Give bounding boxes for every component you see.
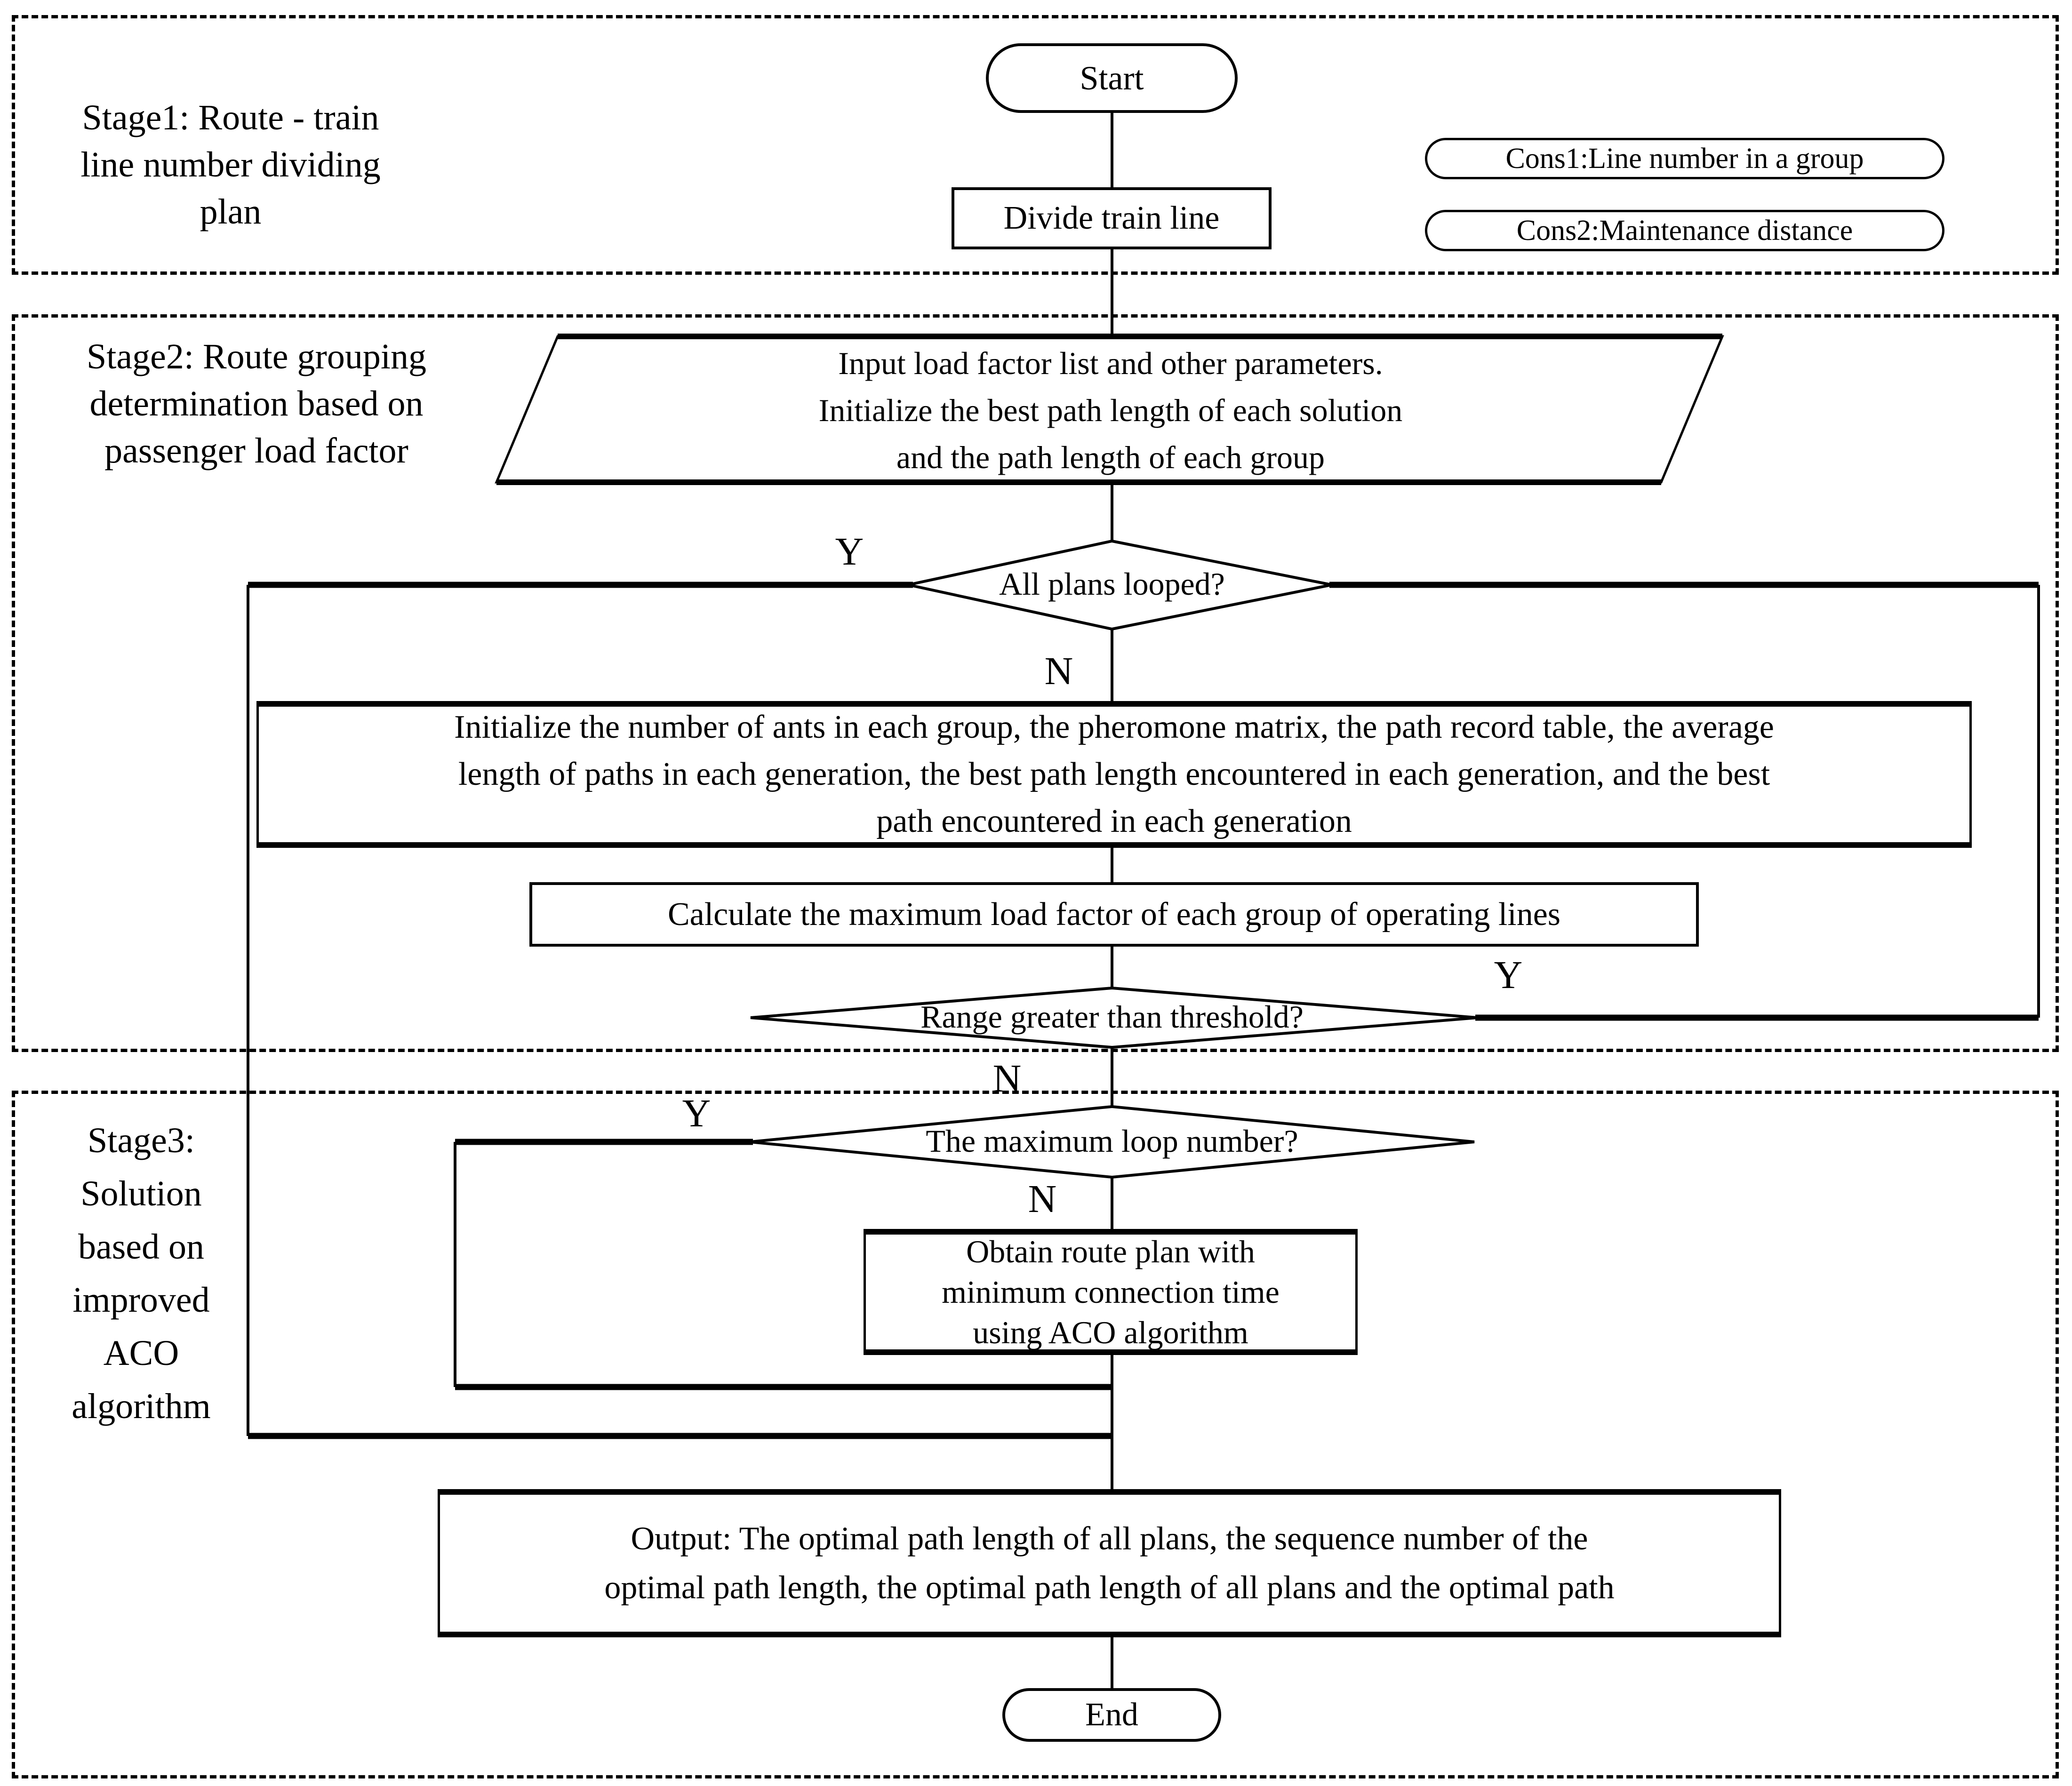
input-line: Input load factor list and other paramet… (838, 345, 1383, 381)
stage3-label-line: based on (78, 1227, 205, 1267)
max-loop-yes-label: Y (675, 1088, 718, 1140)
stage1-label-line: line number dividing (80, 145, 381, 184)
stage1-region (12, 15, 2059, 275)
obtain-line: Obtain route plan with (966, 1234, 1255, 1269)
branch-yes-text: Y (682, 1092, 711, 1135)
stage3-label: Stage3: Solution based on improved ACO a… (28, 1114, 254, 1433)
input-parallelogram-text: Input load factor list and other paramet… (541, 340, 1680, 481)
constraint2-node: Cons2:Maintenance distance (1425, 210, 1944, 251)
stage3-label-line: algorithm (72, 1387, 211, 1426)
all-plans-no-label: N (1038, 646, 1080, 697)
input-line: and the path length of each group (896, 439, 1325, 475)
stage3-label-line: ACO (103, 1333, 179, 1373)
initialize-line: length of paths in each generation, the … (458, 756, 1770, 792)
stage2-region (12, 314, 2059, 1052)
output-line: optimal path length, the optimal path le… (604, 1569, 1615, 1606)
divide-train-line-box: Divide train line (952, 187, 1272, 249)
stage2-label-line: passenger load factor (104, 431, 408, 470)
max-loop-no-label: N (1021, 1173, 1064, 1225)
max-loop-diamond (749, 1105, 1475, 1179)
stage1-label-line: Stage1: Route - train (82, 98, 379, 137)
start-node: Start (986, 43, 1238, 113)
constraint1-node: Cons1:Line number in a group (1425, 138, 1944, 179)
stage3-label-line: improved (72, 1280, 210, 1320)
stage1-label: Stage1: Route - train line number dividi… (42, 94, 419, 235)
start-label: Start (1080, 59, 1144, 97)
branch-no-text: N (992, 1057, 1022, 1100)
end-node: End (1002, 1688, 1221, 1742)
stage2-label-line: determination based on (89, 384, 424, 423)
output-box: Output: The optimal path length of all p… (438, 1489, 1781, 1637)
range-threshold-label: Range greater than threshold? (920, 999, 1304, 1035)
all-plans-looped-label: All plans looped? (999, 566, 1225, 602)
initialize-line: path encountered in each generation (876, 803, 1352, 839)
all-plans-looped-diamond (908, 539, 1332, 631)
stage3-label-line: Solution (80, 1174, 202, 1213)
constraint2-label: Cons2:Maintenance distance (1516, 214, 1853, 247)
calculate-load-factor-label: Calculate the maximum load factor of eac… (667, 896, 1561, 933)
end-label: End (1085, 1697, 1138, 1733)
branch-no-text: N (1044, 649, 1073, 693)
max-loop-label: The maximum loop number? (926, 1123, 1298, 1159)
branch-no-text: N (1028, 1177, 1057, 1221)
divide-train-line-label: Divide train line (1003, 200, 1220, 236)
initialize-ants-box: Initialize the number of ants in each gr… (256, 701, 1972, 848)
range-threshold-diamond (750, 986, 1478, 1049)
stage2-label-line: Stage2: Route grouping (87, 337, 426, 376)
branch-yes-text: Y (835, 530, 864, 574)
obtain-line: using ACO algorithm (973, 1315, 1248, 1350)
max-loop-text: The maximum loop number? (776, 1123, 1448, 1160)
obtain-route-plan-box: Obtain route plan with minimum connectio… (864, 1229, 1358, 1355)
obtain-line: minimum connection time (942, 1274, 1280, 1310)
stage3-region (12, 1091, 2059, 1778)
stage1-label-line: plan (200, 192, 262, 231)
range-threshold-text: Range greater than threshold? (776, 998, 1448, 1036)
stage3-label-line: Stage3: (88, 1121, 195, 1160)
range-yes-label: Y (1487, 949, 1529, 1001)
branch-yes-text: Y (1494, 953, 1523, 997)
output-line: Output: The optimal path length of all p… (631, 1520, 1588, 1557)
range-no-label: N (986, 1053, 1028, 1105)
all-plans-looped-text: All plans looped? (920, 566, 1304, 603)
initialize-line: Initialize the number of ants in each gr… (454, 709, 1774, 745)
calculate-load-factor-box: Calculate the maximum load factor of eac… (529, 882, 1699, 947)
input-line: Initialize the best path length of each … (818, 392, 1403, 428)
stage2-label: Stage2: Route grouping determination bas… (45, 333, 468, 474)
all-plans-yes-label: Y (828, 526, 871, 578)
constraint1-label: Cons1:Line number in a group (1505, 142, 1864, 175)
